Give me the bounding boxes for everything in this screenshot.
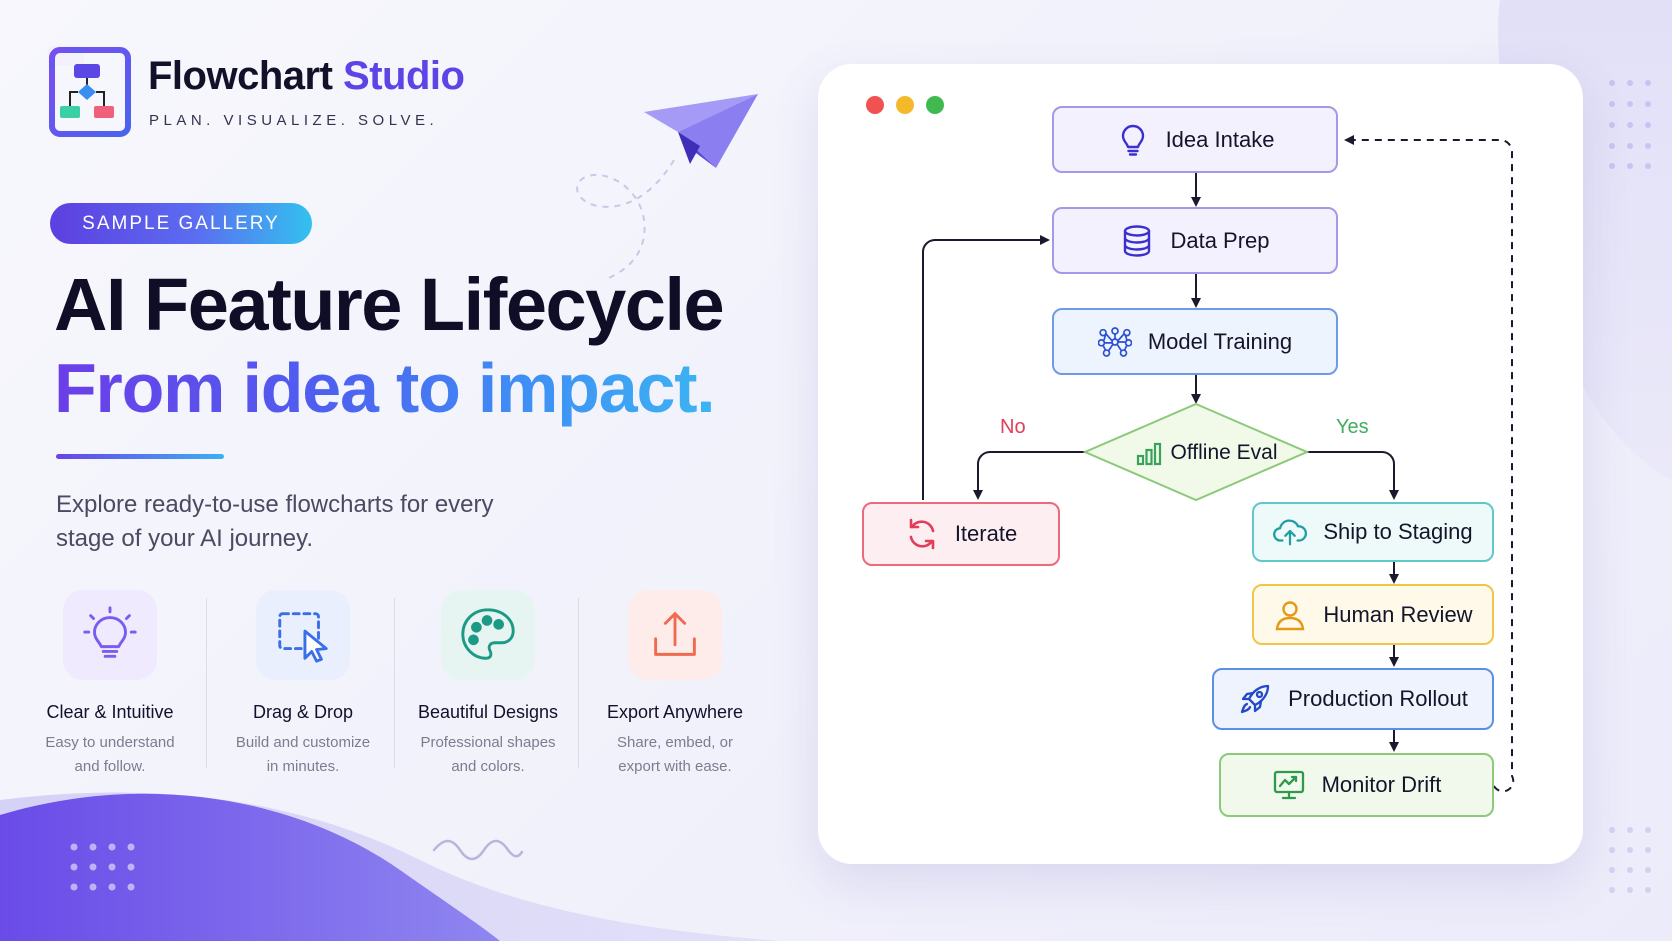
brand-name-part1: Flowchart xyxy=(148,54,333,98)
palette-icon xyxy=(441,590,535,680)
feature-title: Drag & Drop xyxy=(252,702,354,722)
node-label: Model Training xyxy=(1147,328,1293,354)
node-idea-intake[interactable]: Idea Intake xyxy=(1052,106,1338,173)
node-label: Iterate xyxy=(954,521,1018,546)
user-icon xyxy=(1273,598,1307,632)
hero-divider xyxy=(56,454,224,459)
paper-plane-icon xyxy=(644,94,758,168)
node-ship-to-staging[interactable]: Ship to Staging xyxy=(1252,502,1494,562)
brand-name: Flowchart Studio xyxy=(148,54,465,99)
sample-gallery-badge[interactable]: SAMPLE GALLERY xyxy=(50,203,312,244)
feature-divider xyxy=(578,598,579,768)
window-minimize-dot[interactable] xyxy=(896,96,914,114)
rocket-icon xyxy=(1238,682,1272,716)
node-label: Production Rollout xyxy=(1288,686,1468,711)
bar-chart-icon xyxy=(1135,439,1163,467)
monitor-chart-icon xyxy=(1272,768,1306,802)
node-production-rollout[interactable]: Production Rollout xyxy=(1212,668,1494,730)
node-model-training[interactable]: Model Training xyxy=(1052,308,1338,375)
database-icon xyxy=(1120,224,1154,258)
offline-eval-label: Offline Eval xyxy=(1116,436,1296,470)
refresh-icon xyxy=(905,517,939,551)
window-close-dot[interactable] xyxy=(866,96,884,114)
node-label: Idea Intake xyxy=(1165,126,1275,152)
brand-tagline: PLAN. VISUALIZE. SOLVE. xyxy=(149,112,439,129)
cursor-select-icon xyxy=(256,590,350,680)
feature-title: Clear & Intuitive xyxy=(46,702,174,722)
neural-network-icon xyxy=(1097,325,1132,359)
hero-description: Explore ready-to-use flowcharts for ever… xyxy=(56,491,494,552)
brand-logo-icon xyxy=(48,46,131,137)
node-human-review[interactable]: Human Review xyxy=(1252,584,1494,645)
node-label: Data Prep xyxy=(1170,227,1270,253)
lightbulb-icon xyxy=(1116,123,1150,157)
brand-name-part2: Studio xyxy=(343,54,465,98)
node-label: Ship to Staging xyxy=(1323,519,1473,544)
feature-divider xyxy=(206,598,207,768)
node-iterate[interactable]: Iterate xyxy=(862,502,1060,566)
hero-title: AI Feature Lifecycle xyxy=(54,263,725,346)
feature-title: Export Anywhere xyxy=(606,702,744,722)
branch-label-no: No xyxy=(1000,416,1026,438)
node-data-prep[interactable]: Data Prep xyxy=(1052,207,1338,274)
node-monitor-drift[interactable]: Monitor Drift xyxy=(1219,753,1494,817)
node-label: Offline Eval xyxy=(1170,441,1278,464)
feature-divider xyxy=(394,598,395,768)
upload-icon xyxy=(628,590,722,680)
feature-title: Beautiful Designs xyxy=(417,702,559,722)
hero-subtitle: From idea to impact. xyxy=(54,349,716,427)
lightbulb-icon xyxy=(63,590,157,680)
cloud-upload-icon xyxy=(1273,515,1308,549)
node-label: Human Review xyxy=(1323,601,1473,627)
window-maximize-dot[interactable] xyxy=(926,96,944,114)
branch-label-yes: Yes xyxy=(1336,416,1369,438)
node-label: Monitor Drift xyxy=(1321,772,1442,797)
node-offline-eval[interactable] xyxy=(1083,402,1309,502)
